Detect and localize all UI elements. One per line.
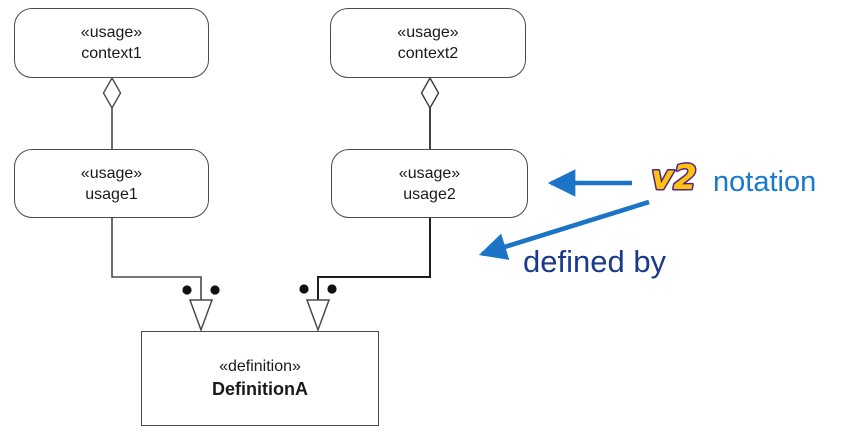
- dot-usage1-right: [210, 285, 220, 295]
- node-stereotype: «usage»: [397, 24, 459, 41]
- node-name: usage1: [85, 185, 138, 203]
- notation-label: notation: [713, 166, 817, 198]
- node-name: context1: [81, 45, 142, 62]
- diamond-context1: [102, 76, 122, 110]
- node-name: DefinitionA: [212, 379, 308, 399]
- node-name: context2: [397, 45, 459, 62]
- node-name: usage2: [403, 185, 456, 203]
- node-definitionA: «definition» DefinitionA: [141, 331, 379, 426]
- dot-usage2-left: [299, 284, 309, 294]
- edge-usage2-definitionA: [317, 218, 431, 300]
- defined-by-label: defined by: [523, 244, 667, 279]
- node-usage2: «usage» usage2: [331, 149, 528, 218]
- node-stereotype: «usage»: [80, 24, 143, 41]
- sysml-v2-logo: v2: [650, 157, 699, 200]
- triangle-arrowhead-usage2: [305, 299, 331, 333]
- dot-usage1-left: [182, 285, 192, 295]
- node-context1: «usage» context1: [14, 8, 209, 78]
- node-stereotype: «definition»: [219, 358, 301, 375]
- node-context2: «usage» context2: [330, 8, 526, 78]
- node-usage1: «usage» usage1: [14, 149, 209, 218]
- dot-usage2-right: [327, 284, 337, 294]
- diamond-context2: [420, 76, 440, 110]
- v2-logo-text: v2: [651, 158, 697, 198]
- node-stereotype: «usage»: [398, 164, 461, 182]
- triangle-arrowhead-usage1: [188, 299, 214, 333]
- edge-usage1-definitionA: [111, 218, 202, 300]
- node-stereotype: «usage»: [80, 164, 143, 182]
- callout-arrow-defined-by: [478, 199, 650, 260]
